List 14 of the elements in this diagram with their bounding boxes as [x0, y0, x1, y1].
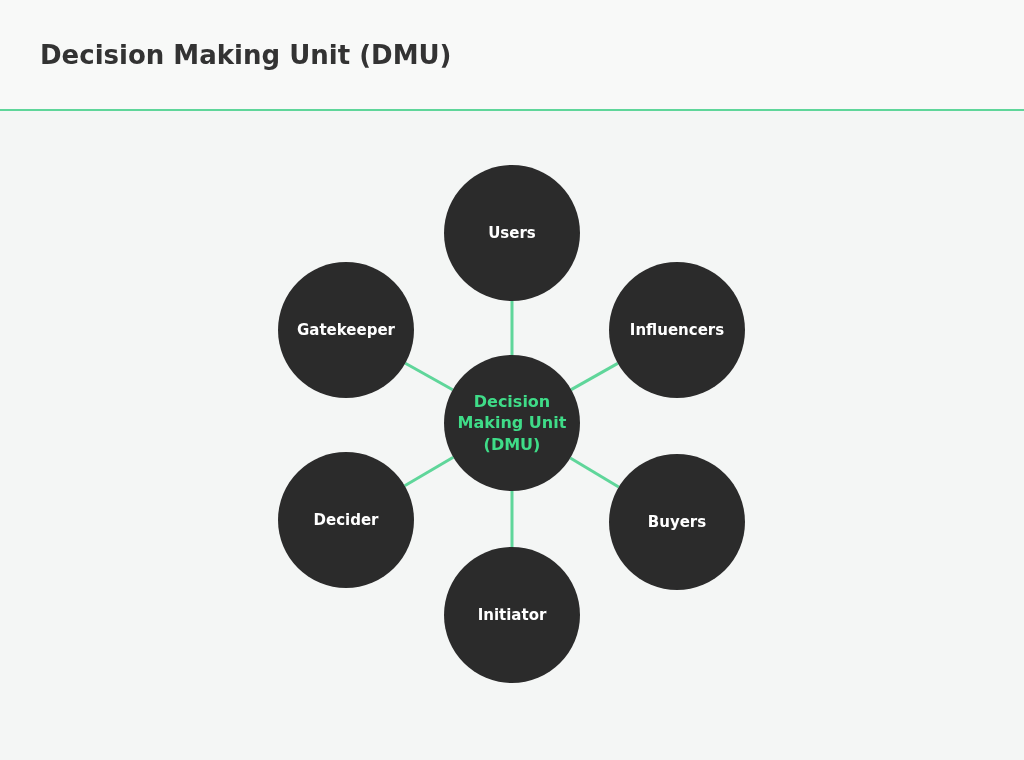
node-label: Initiator: [477, 604, 547, 626]
connector-line: [404, 361, 454, 392]
connector-line: [570, 362, 619, 391]
node-label: Users: [488, 222, 536, 244]
node-label: Buyers: [647, 511, 707, 533]
connector-line: [569, 456, 620, 489]
node-label: Influencers: [629, 319, 725, 341]
connector-line: [403, 456, 455, 487]
node-label: Decider: [313, 509, 379, 531]
node-label: Decision Making Unit (DMU): [456, 390, 568, 456]
title: Decision Making Unit (DMU): [40, 40, 452, 70]
node-label: Gatekeeper: [297, 319, 395, 341]
connector-line: [510, 301, 514, 355]
connector-line: [510, 491, 514, 547]
